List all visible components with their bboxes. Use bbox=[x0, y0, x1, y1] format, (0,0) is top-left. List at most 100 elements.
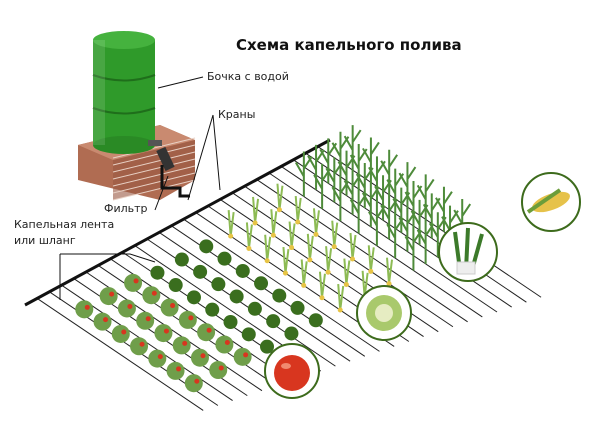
onion-plant bbox=[318, 271, 326, 298]
onion-bulb bbox=[319, 295, 325, 301]
onion-plant bbox=[294, 195, 302, 223]
lettuce-plant bbox=[150, 265, 165, 280]
lettuce-plant bbox=[229, 289, 244, 304]
lettuce-plant bbox=[174, 252, 189, 267]
onion-bulb bbox=[337, 307, 343, 313]
lettuce-plant bbox=[266, 314, 281, 329]
onion-bulb bbox=[368, 268, 374, 274]
tomato-fruit bbox=[200, 353, 206, 359]
lettuce-plant bbox=[235, 263, 250, 278]
lettuce-plant bbox=[272, 288, 287, 303]
label-drip-tape-2: или шланг bbox=[14, 234, 76, 247]
tomato-plant bbox=[154, 324, 173, 343]
tomato-fruit bbox=[206, 327, 212, 333]
drip-lateral bbox=[256, 179, 468, 323]
corn-plant bbox=[343, 125, 362, 171]
onion-plant bbox=[300, 259, 308, 286]
corn-plant bbox=[398, 162, 417, 208]
label-filter: Фильтр bbox=[104, 202, 148, 215]
corn-callout bbox=[521, 172, 581, 232]
brick-line bbox=[112, 172, 196, 194]
tomato-plant bbox=[117, 299, 136, 318]
tomato-fruit bbox=[121, 329, 127, 335]
lettuce-plant bbox=[290, 300, 305, 315]
tomato-fruit bbox=[176, 366, 182, 372]
drip-lateral bbox=[268, 172, 483, 318]
corn-plant bbox=[416, 174, 435, 220]
corn-plant bbox=[362, 137, 380, 183]
brick-line bbox=[112, 179, 196, 201]
brick-line bbox=[112, 144, 196, 166]
tomato-fruit bbox=[194, 378, 200, 384]
lettuce-plant bbox=[199, 239, 214, 254]
tomato-plant bbox=[197, 323, 216, 342]
onion-plant bbox=[288, 221, 296, 248]
onion-plant bbox=[227, 210, 235, 237]
corn-plant bbox=[380, 149, 399, 195]
onion-plant bbox=[386, 257, 394, 284]
lettuce-plant bbox=[217, 251, 232, 266]
tomato-fruit bbox=[103, 317, 109, 323]
onion-bulb bbox=[307, 257, 313, 263]
tomato-plant bbox=[184, 374, 203, 393]
tomato-plant bbox=[99, 287, 118, 306]
lettuce-plant bbox=[241, 327, 256, 342]
tomato-fruit bbox=[84, 304, 90, 310]
onion-plant bbox=[252, 196, 260, 224]
tomato-fruit bbox=[151, 290, 157, 296]
onion-plant bbox=[349, 232, 357, 260]
onion-plant bbox=[276, 183, 284, 210]
brick-line bbox=[112, 165, 196, 187]
onion-bulb bbox=[270, 232, 276, 238]
tomato-plant bbox=[166, 361, 185, 380]
tomato-plant bbox=[124, 273, 143, 292]
label-barrel: Бочка с водой bbox=[207, 70, 289, 83]
tomato-plant bbox=[142, 286, 161, 305]
tomato-plant bbox=[160, 298, 179, 317]
onion-plant bbox=[282, 247, 290, 274]
lettuce-plant bbox=[247, 301, 262, 316]
onion-plant bbox=[337, 283, 345, 311]
tomato-fruit bbox=[188, 315, 194, 321]
drip-lateral bbox=[305, 152, 527, 303]
tomato-plant bbox=[233, 347, 252, 366]
lettuce-plant bbox=[308, 313, 323, 328]
tomato-plant bbox=[148, 349, 167, 368]
plant-beds bbox=[75, 125, 472, 393]
tomato-plant bbox=[190, 348, 209, 367]
tomato-callout bbox=[264, 343, 320, 399]
tomato-fruit bbox=[182, 340, 188, 346]
tomato-plant bbox=[75, 300, 94, 319]
tomato-fruit bbox=[145, 316, 151, 322]
lettuce-plant bbox=[284, 326, 299, 341]
produce-callouts bbox=[264, 172, 581, 399]
drip-lateral bbox=[158, 231, 351, 362]
drip-lateral bbox=[293, 159, 512, 308]
tomato-plant bbox=[93, 312, 112, 331]
water-barrel bbox=[92, 31, 156, 154]
lettuce-plant bbox=[193, 264, 208, 279]
onion-bulb bbox=[289, 245, 295, 251]
tomato-fruit bbox=[170, 303, 176, 309]
onion-plant bbox=[306, 233, 314, 261]
lettuce-plant bbox=[254, 276, 269, 291]
onion-plant bbox=[245, 222, 253, 249]
onion-bulb bbox=[325, 269, 331, 275]
brick-line bbox=[112, 137, 196, 159]
tomato-fruit bbox=[139, 341, 145, 347]
tomato-fruit bbox=[218, 365, 224, 371]
main-pipe bbox=[24, 138, 331, 307]
drip-lateral bbox=[244, 185, 454, 328]
onion-bulb bbox=[295, 219, 301, 225]
onion-bulb bbox=[276, 207, 282, 213]
onion-bulb bbox=[386, 281, 392, 287]
label-taps: Краны bbox=[218, 108, 256, 121]
onion-plant bbox=[325, 246, 333, 273]
onion-plant bbox=[367, 245, 375, 272]
lettuce-plant bbox=[211, 277, 226, 292]
tomato-plant bbox=[209, 361, 228, 380]
brick-line bbox=[112, 158, 196, 180]
onion-plant bbox=[343, 258, 351, 285]
lettuce-plant bbox=[168, 278, 183, 293]
